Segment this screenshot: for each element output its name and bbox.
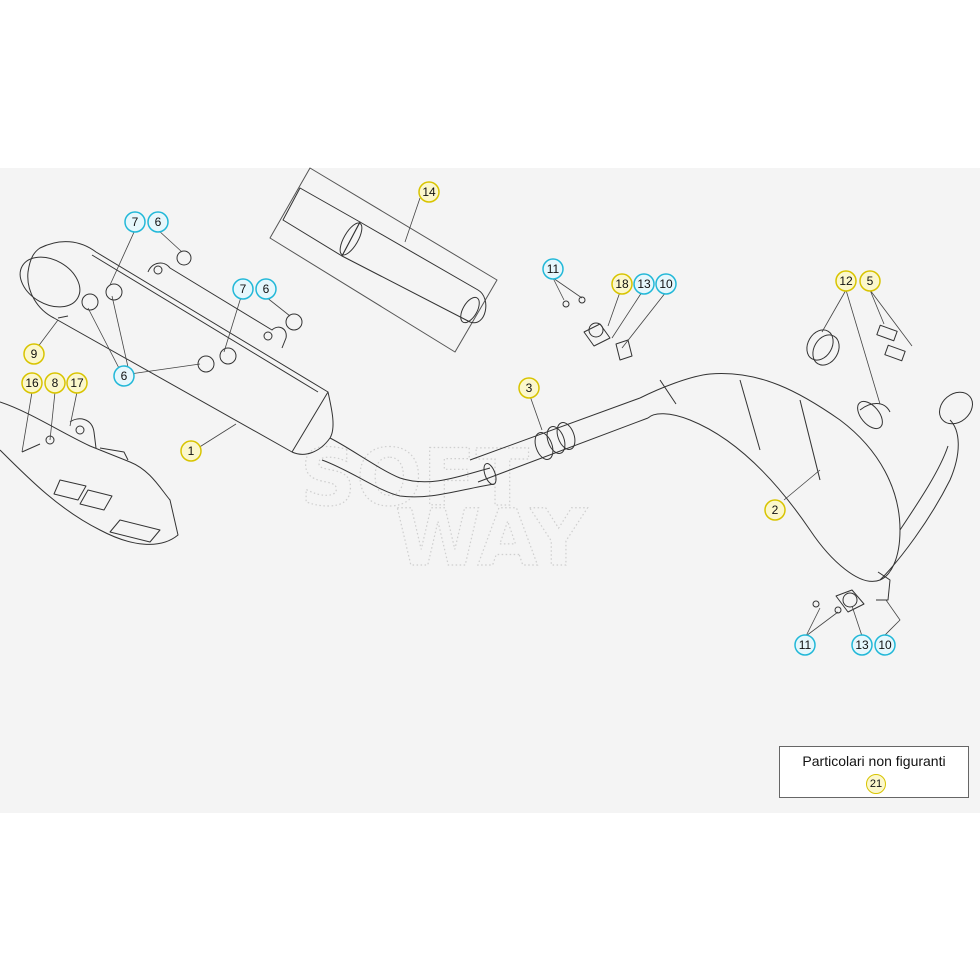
- callout-18[interactable]: 18: [611, 273, 633, 295]
- springs-and-rings: [806, 324, 906, 366]
- callout-8[interactable]: 8: [44, 372, 66, 394]
- svg-text:7: 7: [132, 215, 139, 229]
- svg-text:13: 13: [855, 638, 869, 652]
- callout-11[interactable]: 11: [794, 634, 816, 656]
- svg-text:5: 5: [867, 274, 874, 288]
- svg-text:10: 10: [659, 277, 673, 291]
- svg-text:18: 18: [615, 277, 629, 291]
- svg-text:11: 11: [547, 262, 560, 276]
- silencer-part: [19, 241, 497, 498]
- watermark: SOFT WAY: [299, 433, 589, 584]
- svg-text:16: 16: [25, 376, 39, 390]
- svg-text:6: 6: [263, 282, 270, 296]
- svg-text:2: 2: [772, 503, 779, 517]
- callout-2[interactable]: 2: [764, 499, 786, 521]
- svg-text:9: 9: [31, 347, 38, 361]
- svg-text:8: 8: [52, 376, 59, 390]
- legend-box: Particolari non figuranti 21: [779, 746, 969, 798]
- svg-text:3: 3: [526, 381, 533, 395]
- callout-17[interactable]: 17: [66, 372, 88, 394]
- svg-text:10: 10: [878, 638, 892, 652]
- callout-9[interactable]: 9: [23, 343, 45, 365]
- heat-shield-part: [0, 401, 179, 545]
- callout-6[interactable]: 6: [113, 365, 135, 387]
- callout-16[interactable]: 16: [21, 372, 43, 394]
- legend-number[interactable]: 21: [866, 774, 886, 794]
- hardware-parts: [21, 250, 865, 614]
- svg-text:13: 13: [637, 277, 651, 291]
- watermark-line2: WAY: [395, 494, 588, 584]
- svg-text:17: 17: [70, 376, 84, 390]
- callout-10[interactable]: 10: [655, 273, 677, 295]
- link-pipe-part: [469, 397, 649, 483]
- callout-7[interactable]: 7: [232, 278, 254, 300]
- svg-text:6: 6: [121, 369, 128, 383]
- callout-1[interactable]: 1: [180, 440, 202, 462]
- callout-13[interactable]: 13: [633, 273, 655, 295]
- callout-6[interactable]: 6: [147, 211, 169, 233]
- callout-11[interactable]: 11: [542, 258, 564, 280]
- callout-6[interactable]: 6: [255, 278, 277, 300]
- svg-text:6: 6: [155, 215, 162, 229]
- svg-text:7: 7: [240, 282, 247, 296]
- leader-lines: [21, 197, 913, 637]
- callout-10[interactable]: 10: [874, 634, 896, 656]
- callout-3[interactable]: 3: [518, 377, 540, 399]
- svg-text:14: 14: [422, 185, 436, 199]
- svg-text:11: 11: [799, 638, 812, 652]
- svg-text:12: 12: [839, 274, 853, 288]
- callout-14[interactable]: 14: [418, 181, 440, 203]
- watermark-line1: SOFT: [300, 434, 529, 524]
- callout-12[interactable]: 12: [835, 270, 857, 292]
- callouts: 14 7 6 7 6 9 6 16 8 17 1 11 18 13 10 3 1…: [21, 181, 896, 656]
- silencer-packing-part: [269, 167, 498, 353]
- callout-13[interactable]: 13: [851, 634, 873, 656]
- legend-title: Particolari non figuranti: [802, 753, 946, 769]
- expansion-chamber-part: [639, 373, 973, 601]
- callout-7[interactable]: 7: [124, 211, 146, 233]
- callout-5[interactable]: 5: [859, 270, 881, 292]
- svg-text:1: 1: [188, 444, 195, 458]
